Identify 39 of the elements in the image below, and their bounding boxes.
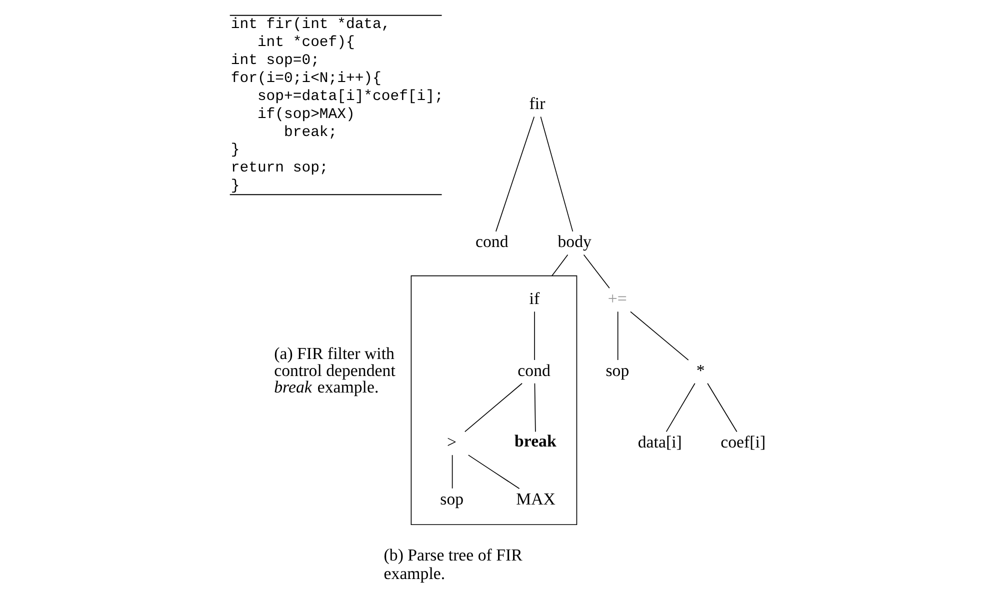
label: int *coef){ xyxy=(256,35,354,52)
node-text: data[i] xyxy=(637,432,682,452)
label: sop+=data[i]*coef[i]; xyxy=(256,88,443,105)
connector xyxy=(467,454,520,490)
connector xyxy=(540,116,573,232)
node-text: += xyxy=(607,289,626,308)
connector xyxy=(534,382,536,432)
label: } xyxy=(230,142,240,159)
connector xyxy=(706,382,737,432)
connector xyxy=(616,311,618,360)
node-text: > xyxy=(446,432,456,452)
node-text: cond xyxy=(517,360,550,380)
connector xyxy=(495,116,534,232)
connector xyxy=(582,254,610,289)
label: return sop; xyxy=(230,160,328,177)
node-text: coef[i] xyxy=(720,432,766,452)
connector xyxy=(630,311,688,360)
cluster xyxy=(410,275,577,526)
node-text: body xyxy=(557,232,591,252)
connector xyxy=(451,454,452,489)
label: for(i=0;i<N;i++){ xyxy=(230,71,381,88)
label: if(sop>MAX) xyxy=(256,106,354,123)
connector xyxy=(665,382,695,432)
node-text: MAX xyxy=(516,489,555,508)
node-text: sop xyxy=(605,360,629,380)
label: int sop=0; xyxy=(230,53,319,70)
node-text: * xyxy=(696,360,704,380)
label: break; xyxy=(284,124,337,141)
node-text: if xyxy=(528,289,540,308)
node-text: cond xyxy=(475,232,508,252)
connector xyxy=(464,382,522,432)
connector xyxy=(551,254,568,276)
node-text: sop xyxy=(440,489,464,508)
label: } xyxy=(230,178,240,195)
label: (b) Parse tree of FIR example. xyxy=(383,545,522,584)
label: int fir(int *data, xyxy=(230,17,390,34)
node-text: break xyxy=(514,431,556,450)
label: (a) FIR filter with control dependent break example. xyxy=(274,344,395,397)
node-text: fir xyxy=(528,94,545,114)
